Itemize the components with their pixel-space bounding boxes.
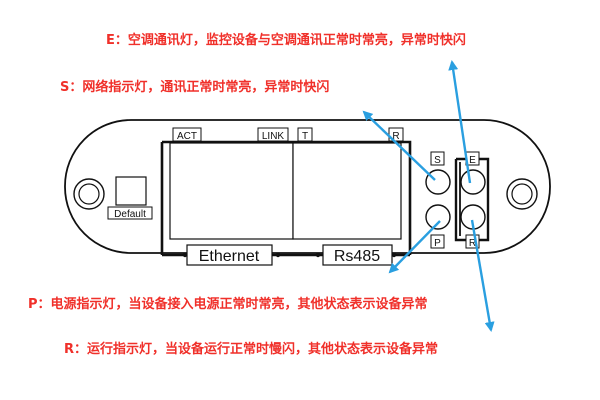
led-e-icon <box>460 169 486 195</box>
right-screw-icon <box>506 178 538 210</box>
ethernet-label: Ethernet <box>199 248 260 265</box>
rs485-label: Rs485 <box>334 248 380 265</box>
left-screw-icon <box>73 178 105 210</box>
arrow-r <box>470 219 495 332</box>
annotation-p: P：电源指示灯，当设备接入电源正常时常亮，其他状态表示设备异常 <box>28 297 428 312</box>
led-p-label: P <box>434 238 441 249</box>
default-label-box <box>107 206 153 220</box>
link-label: LINK <box>262 131 285 142</box>
act-label: ACT <box>177 131 197 142</box>
r-port-label: R <box>392 131 399 142</box>
led-e-label: E <box>469 155 476 166</box>
led-s-label: S <box>434 155 441 166</box>
arrow-e <box>448 60 472 184</box>
t-label: T <box>302 131 308 142</box>
led-p-icon <box>425 204 451 230</box>
ethernet-port <box>169 142 294 240</box>
annotation-e: E：空调通讯灯，监控设备与空调通讯正常时常亮，异常时快闪 <box>106 33 466 48</box>
default-label: Default <box>114 209 146 220</box>
led-r-label: R <box>469 238 476 249</box>
rs485-port <box>292 142 402 240</box>
port-frame <box>160 140 412 257</box>
annotation-s: S：网络指示灯，通讯正常时常亮，异常时快闪 <box>60 80 330 95</box>
arrow-p <box>388 220 441 274</box>
arrow-s <box>362 110 436 181</box>
default-button[interactable] <box>115 176 147 206</box>
annotation-r: R：运行指示灯，当设备运行正常时慢闪，其他状态表示设备异常 <box>64 342 439 357</box>
